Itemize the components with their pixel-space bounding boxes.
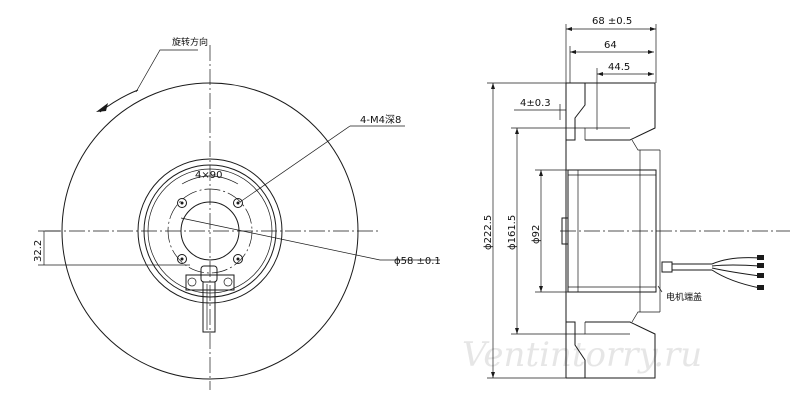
bolt-circle	[167, 188, 253, 274]
dim-flange-thickness: 4±0.3	[520, 98, 551, 109]
hole-callout: 4-M4深8	[360, 114, 401, 126]
inlet-ring-inner	[143, 164, 277, 298]
mounting-hole	[177, 254, 187, 264]
rotation-direction-label: 旋转方向	[172, 36, 208, 48]
mounting-hole	[233, 198, 243, 208]
front-view: 旋转方向 4×90 4-M4深8 ϕ58 ±0.1 32.2	[33, 36, 441, 390]
hub-bore	[180, 201, 240, 261]
inlet-ring-outer	[137, 158, 283, 304]
mounting-hole	[177, 198, 187, 208]
dim-44-5: 44.5	[608, 62, 630, 73]
dim-outer-diameter: ϕ222.5	[483, 215, 494, 250]
mounting-holes	[177, 198, 243, 264]
cable	[202, 281, 216, 333]
bore-dimension: ϕ58 ±0.1	[394, 256, 441, 267]
pcd-label: 4×90	[195, 170, 222, 181]
rotation-arrow	[96, 49, 198, 113]
dim-motor-diameter: ϕ92	[531, 225, 542, 244]
hole-callout-leader	[239, 125, 351, 203]
dim-64: 64	[604, 40, 617, 51]
offset-dimension: 32.2	[33, 240, 44, 262]
impeller-outer-circle	[61, 82, 359, 380]
dim-inlet-diameter: ϕ161.5	[507, 215, 518, 250]
lead-wires	[661, 255, 764, 290]
dim-overall-width: 68 ±0.5	[592, 16, 632, 27]
mounting-hole	[233, 254, 243, 264]
cable-outlet	[185, 265, 235, 333]
impeller-top-section	[585, 82, 656, 141]
side-view: 电机端盖 68 ±0.5 64 44.5 4±0.3 ϕ222.5 ϕ161.5…	[483, 16, 790, 379]
motor-terminal-label: 电机端盖	[666, 291, 702, 303]
impeller-bottom-section	[585, 321, 656, 379]
inlet-ring-inner-2	[147, 168, 273, 294]
bore-leader	[180, 217, 381, 261]
